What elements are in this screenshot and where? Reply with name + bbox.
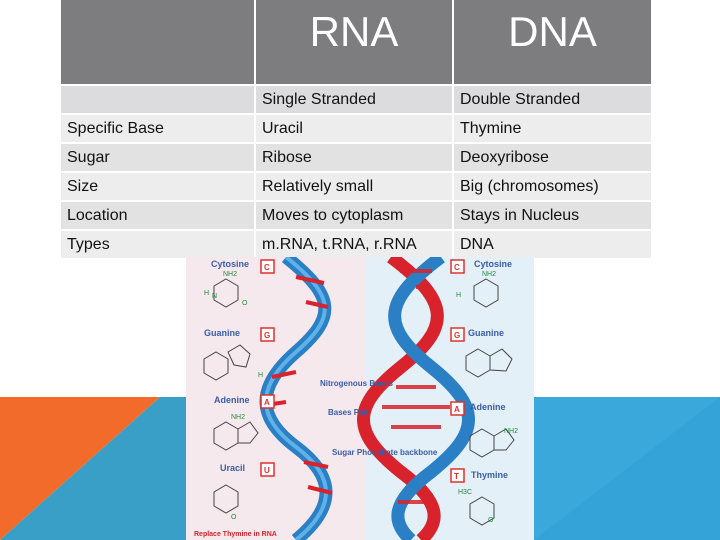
decorative-corner-blue [534, 397, 720, 540]
rna-dna-illustration: Cytosine Guanine Adenine Uracil Cytosine… [186, 257, 534, 540]
rna-value: Relatively small [256, 173, 454, 202]
dna-helix [357, 257, 475, 540]
badge-u-left: U [264, 466, 270, 475]
badge-g-left: G [264, 331, 270, 340]
right-label-thymine: Thymine [471, 470, 508, 480]
badge-c-left: C [264, 263, 270, 272]
atom-h-guanine-left: H [258, 372, 263, 379]
dna-value: Double Stranded [454, 86, 651, 115]
atom-h3c-thymine-right: H3C [458, 489, 472, 496]
illustration-svg: Cytosine Guanine Adenine Uracil Cytosine… [194, 257, 518, 540]
dna-value: Deoxyribose [454, 144, 651, 173]
badge-a-left: A [264, 398, 270, 407]
left-label-guanine: Guanine [204, 328, 240, 338]
right-label-guanine: Guanine [468, 328, 504, 338]
rna-helix [259, 257, 333, 540]
dna-value: Stays in Nucleus [454, 202, 651, 231]
row-label: Types [61, 231, 256, 260]
row-label: Sugar [61, 144, 256, 173]
atom-o-cytosine-left: O [242, 300, 248, 307]
atom-nh2-cytosine-right: NH2 [482, 271, 496, 278]
header-cell-rna: RNA [256, 0, 454, 86]
rna-value: Single Stranded [256, 86, 454, 115]
right-badges: C G A T [450, 259, 465, 483]
row-label: Location [61, 202, 256, 231]
rna-value: Moves to cytoplasm [256, 202, 454, 231]
rna-value: Ribose [256, 144, 454, 173]
header-cell-empty [61, 0, 256, 86]
molecule-rings [203, 278, 515, 526]
atom-nh2-adenine-left: NH2 [231, 414, 245, 421]
badge-a-right: A [454, 405, 460, 414]
atom-nh2-guanine-right: NH2 [504, 428, 518, 435]
atom-h-cytosine-right: H [456, 292, 461, 299]
atom-n-cytosine-left: N [212, 293, 217, 300]
header-cell-dna: DNA [454, 0, 651, 86]
figure-caption: Replace Thymine in RNA [194, 531, 277, 538]
center-label-nitrogenous-bases: Nitrogenous Bases [320, 379, 393, 388]
left-label-adenine: Adenine [214, 395, 250, 405]
left-label-cytosine: Cytosine [211, 259, 249, 269]
badge-g-right: G [454, 331, 460, 340]
comparison-table: RNA DNA Single Stranded Double Stranded … [61, 0, 651, 260]
left-label-uracil: Uracil [220, 463, 245, 473]
row-label [61, 86, 256, 115]
left-badges: C G A U [260, 259, 275, 477]
atom-o-thymine-right: O [488, 517, 494, 524]
badge-c-right: C [454, 263, 460, 272]
dna-value: DNA [454, 231, 651, 260]
rna-value: Uracil [256, 115, 454, 144]
right-label-cytosine: Cytosine [474, 259, 512, 269]
right-label-adenine: Adenine [470, 402, 506, 412]
chem-atom-labels: NH2 NH2 NH2 NH2 H3C O O N O H H H [204, 271, 518, 524]
row-label: Specific Base [61, 115, 256, 144]
row-label: Size [61, 173, 256, 202]
atom-h-cytosine-left: H [204, 290, 209, 297]
atom-o-uracil-left: O [231, 514, 237, 521]
badge-t-right: T [454, 472, 459, 481]
center-label-sugar-phosphate: Sugar Phosphate backbone [332, 448, 438, 457]
atom-nh2-cytosine-left: NH2 [223, 271, 237, 278]
dna-value: Big (chromosomes) [454, 173, 651, 202]
center-label-bases-pair: Bases Pair [328, 408, 369, 417]
dna-value: Thymine [454, 115, 651, 144]
rna-value: m.RNA, t.RNA, r.RNA [256, 231, 454, 260]
